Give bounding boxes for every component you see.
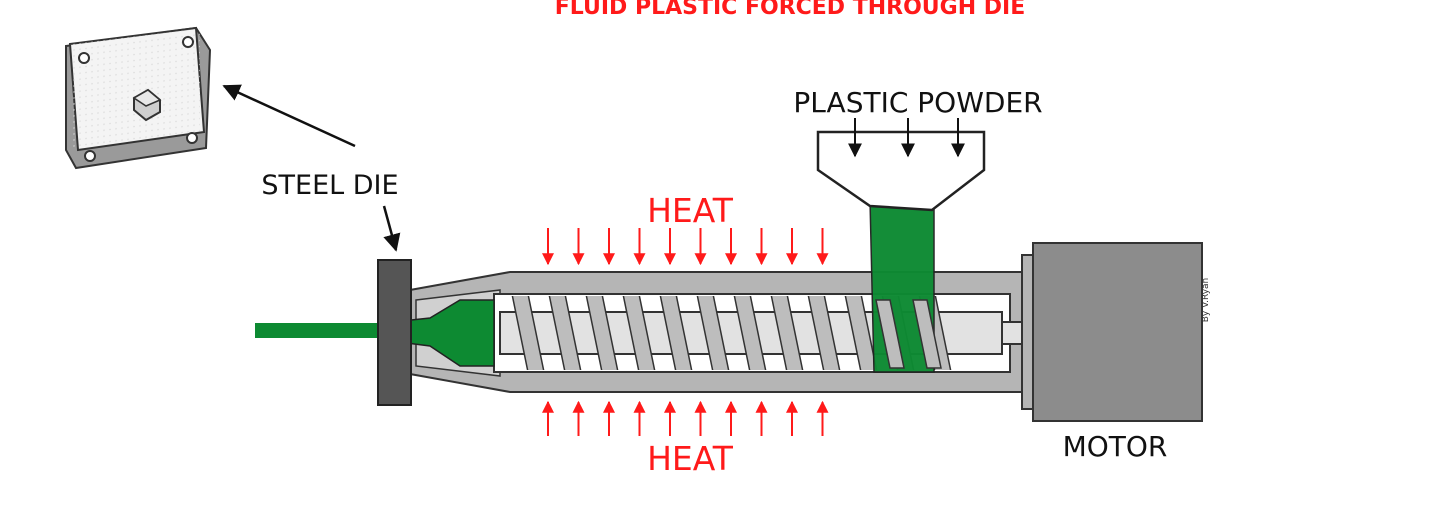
steel-die-label: STEEL DIE [261, 170, 398, 201]
extruded-part-image [65, 26, 212, 170]
screw-flight [770, 296, 804, 370]
screw-flight [659, 296, 693, 370]
heat-label-top: HEAT [647, 191, 734, 230]
steel-die-leader-to-part [222, 84, 356, 148]
screw-flight [912, 299, 942, 369]
extruded-plastic-rod [255, 323, 383, 338]
screw-flight [875, 299, 905, 369]
heat-arrows-top [542, 228, 829, 266]
screw-flight [844, 296, 878, 370]
motor [1032, 242, 1203, 422]
screw-flight [622, 296, 656, 370]
screw-flight [733, 296, 767, 370]
screw-flight [585, 296, 619, 370]
heat-label-bottom: HEAT [647, 439, 734, 478]
steel-die-leader-to-die [382, 205, 401, 252]
powder-arrows [848, 118, 965, 158]
steel-die [377, 259, 412, 406]
motor-label: MOTOR [1063, 430, 1168, 463]
diagram-title: FLUID PLASTIC FORCED THROUGH DIE [555, 0, 1026, 20]
plastic-powder-label: PLASTIC POWDER [793, 86, 1042, 119]
heat-arrows-bottom [542, 400, 829, 436]
hopper [816, 130, 986, 212]
screw-flight [696, 296, 730, 370]
screw-flight [807, 296, 841, 370]
credit-label: By V.Ryan [1201, 278, 1211, 323]
screw-flight [511, 296, 545, 370]
screw-flight [548, 296, 582, 370]
feed-section-flights [875, 299, 942, 369]
